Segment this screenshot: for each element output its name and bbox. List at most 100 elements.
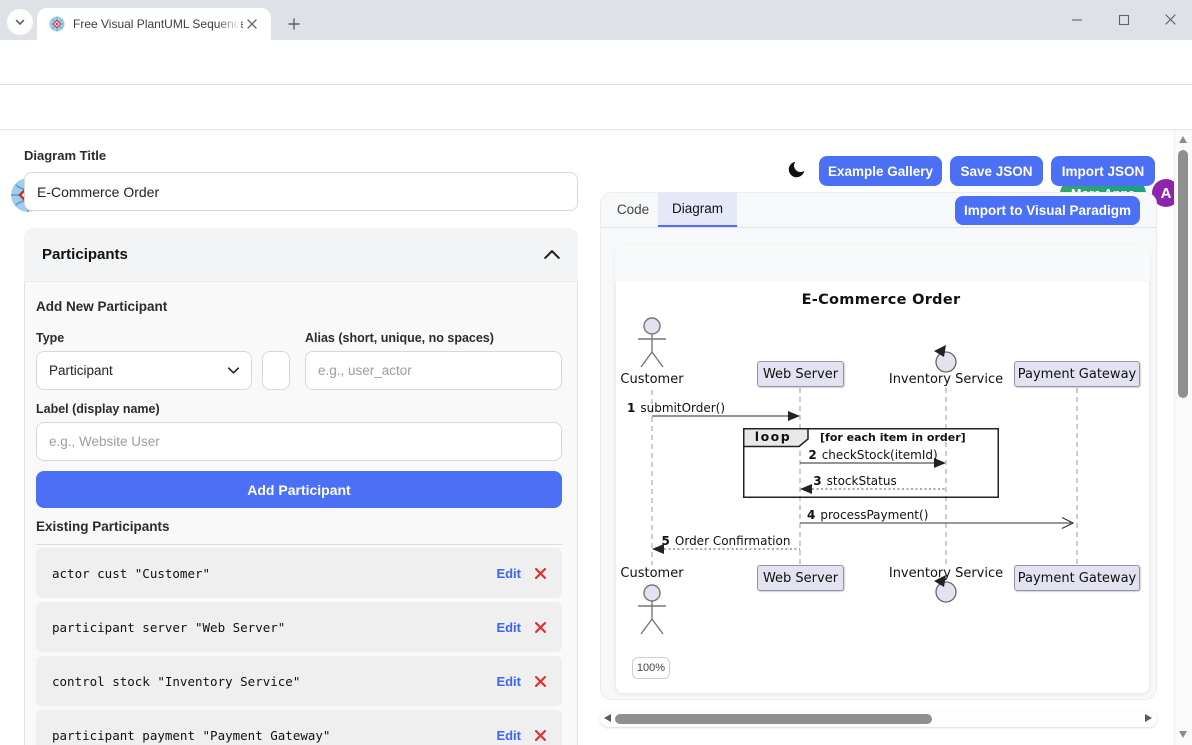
delete-x-icon: [535, 730, 546, 741]
type-label: Type: [36, 331, 64, 345]
participant-box-payment-gateway-bottom: Payment Gateway: [1014, 565, 1140, 591]
maximize-icon: [1118, 14, 1130, 26]
delete-x-icon: [535, 568, 546, 579]
control-icon: [934, 345, 956, 372]
horizontal-scrollbar-thumb[interactable]: [615, 714, 932, 724]
participant-label-customer-bottom: Customer: [620, 566, 683, 581]
edit-participant-button[interactable]: Edit: [496, 674, 521, 689]
participant-code: actor cust "Customer": [52, 566, 496, 581]
sequence-diagram: E-Commerce Order Customer Web Server Inv…: [615, 282, 1150, 635]
participant-type-select[interactable]: Participant: [36, 351, 252, 390]
message-text: stockStatus: [827, 474, 897, 488]
delete-participant-button[interactable]: [535, 568, 546, 579]
add-new-participant-title: Add New Participant: [36, 299, 167, 314]
delete-participant-button[interactable]: [535, 676, 546, 687]
select-chevron-icon: [228, 367, 239, 374]
avatar-initial: A: [1161, 185, 1172, 202]
existing-participants-title: Existing Participants: [36, 519, 170, 534]
add-participant-button[interactable]: Add Participant: [36, 471, 562, 508]
save-json-button[interactable]: Save JSON: [950, 156, 1043, 186]
alias-label: Alias (short, unique, no spaces): [305, 331, 494, 345]
participant-row: participant payment "Payment Gateway" Ed…: [36, 710, 562, 745]
browser-titlebar: Free Visual PlantUML Sequence: [0, 0, 1192, 40]
alias-input[interactable]: [305, 351, 562, 390]
zoom-level-badge[interactable]: 100%: [632, 657, 670, 679]
message-3: 3 stockStatus: [813, 474, 896, 488]
divider: [36, 544, 562, 545]
participant-row: participant server "Web Server" Edit: [36, 602, 562, 652]
edit-participant-button[interactable]: Edit: [496, 728, 521, 743]
message-number: 4: [807, 508, 815, 522]
scroll-left-arrow[interactable]: [604, 714, 611, 722]
message-1: 1 submitOrder(): [627, 401, 725, 415]
participant-row: actor cust "Customer" Edit: [36, 548, 562, 598]
participant-box-web-server-bottom: Web Server: [757, 565, 844, 591]
visual-paradigm-favicon: [49, 16, 65, 32]
minimize-icon: [1071, 14, 1083, 26]
participants-section-title: Participants: [42, 246, 128, 263]
message-text: processPayment(): [820, 508, 928, 522]
scroll-up-arrow[interactable]: [1179, 136, 1187, 143]
diagram-preview-margin: [615, 245, 1150, 282]
example-gallery-button[interactable]: Example Gallery: [819, 156, 942, 186]
dark-mode-toggle[interactable]: [784, 158, 808, 182]
message-5: 5 Order Confirmation: [662, 534, 791, 548]
collapse-chevron-icon[interactable]: [544, 250, 560, 259]
message-number: 1: [627, 401, 635, 415]
delete-participant-button[interactable]: [535, 730, 546, 741]
delete-participant-button[interactable]: [535, 622, 546, 633]
window-close-button[interactable]: [1147, 0, 1192, 39]
vertical-scrollbar-thumb[interactable]: [1178, 150, 1188, 398]
participant-row: control stock "Inventory Service" Edit: [36, 656, 562, 706]
display-name-label: Label (display name): [36, 402, 160, 416]
edit-participant-button[interactable]: Edit: [496, 566, 521, 581]
chevron-down-icon: [14, 16, 26, 28]
participant-box-web-server: Web Server: [757, 361, 844, 387]
diagram-title-input[interactable]: [24, 172, 578, 211]
app-header: PlantUML Sequence Diagram Builder Powere…: [0, 85, 1192, 130]
browser-toolbar: ai-toolbox.visual-paradigm.com/app/plant…: [0, 40, 1192, 85]
participant-label-inventory-service: Inventory Service: [889, 372, 1003, 387]
participant-label-customer: Customer: [620, 372, 683, 387]
close-icon: [1164, 13, 1177, 26]
loop-condition: [for each item in order]: [820, 431, 966, 444]
new-tab-button[interactable]: [282, 12, 306, 36]
participant-box-payment-gateway: Payment Gateway: [1014, 361, 1140, 387]
actor-icon: [638, 318, 666, 367]
edit-participant-button[interactable]: Edit: [496, 620, 521, 635]
participant-color-picker[interactable]: [262, 351, 290, 390]
message-text: checkStock(itemId): [822, 448, 938, 462]
tab-code[interactable]: Code: [608, 192, 658, 227]
participant-code: participant server "Web Server": [52, 620, 496, 635]
browser-tab[interactable]: Free Visual PlantUML Sequence: [37, 8, 271, 40]
import-to-visual-paradigm-button[interactable]: Import to Visual Paradigm: [955, 196, 1140, 225]
tab-search-button[interactable]: [7, 9, 33, 35]
message-number: 3: [813, 474, 821, 488]
tab-diagram[interactable]: Diagram: [658, 192, 737, 227]
message-number: 2: [808, 448, 816, 462]
actor-icon: [638, 585, 666, 634]
delete-x-icon: [535, 676, 546, 687]
message-text: Order Confirmation: [675, 534, 791, 548]
display-name-input[interactable]: [36, 422, 562, 461]
window-minimize-button[interactable]: [1054, 0, 1100, 39]
window-maximize-button[interactable]: [1101, 0, 1147, 39]
delete-x-icon: [535, 622, 546, 633]
message-number: 5: [662, 534, 670, 548]
tab-title-fade: [217, 8, 241, 40]
tab-close-icon[interactable]: [243, 15, 261, 33]
participant-code: participant payment "Payment Gateway": [52, 728, 496, 743]
plus-icon: [288, 18, 300, 30]
participants-section-header[interactable]: Participants: [24, 228, 578, 282]
import-json-button[interactable]: Import JSON: [1051, 156, 1155, 186]
message-4: 4 processPayment(): [807, 508, 928, 522]
message-2: 2 checkStock(itemId): [808, 448, 937, 462]
scroll-right-arrow[interactable]: [1145, 714, 1152, 722]
participant-type-value: Participant: [49, 363, 113, 378]
scroll-down-arrow[interactable]: [1179, 731, 1187, 738]
moon-icon: [785, 159, 807, 181]
message-text: submitOrder(): [640, 401, 725, 415]
participant-code: control stock "Inventory Service": [52, 674, 496, 689]
loop-keyword: loop: [749, 429, 797, 444]
tabbar-divider: [601, 227, 1156, 228]
